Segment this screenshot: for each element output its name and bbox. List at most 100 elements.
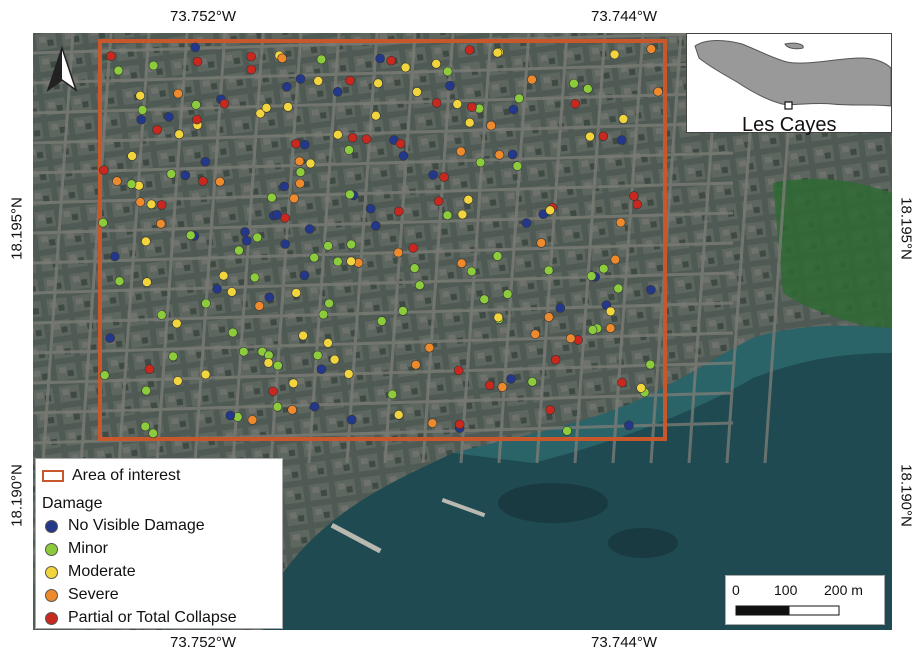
damage-point-severe[interactable] [393,247,404,258]
damage-point-moderate[interactable] [400,62,411,73]
damage-point-minor[interactable] [166,169,177,179]
damage-point-moderate[interactable] [464,117,475,128]
damage-point-collapse[interactable] [395,138,406,149]
damage-point-collapse[interactable] [629,191,639,201]
damage-point-collapse[interactable] [570,99,581,109]
damage-point-moderate[interactable] [146,199,157,210]
damage-point-minor[interactable] [156,310,167,320]
damage-point-minor[interactable] [148,60,159,71]
damage-point-severe[interactable] [112,176,122,186]
damage-point-none[interactable] [242,235,252,246]
damage-point-none[interactable] [370,221,381,231]
damage-point-moderate[interactable] [323,338,333,348]
damage-point-severe[interactable] [427,418,438,429]
damage-point-moderate[interactable] [431,58,442,69]
damage-point-minor[interactable] [562,426,572,436]
damage-point-none[interactable] [555,303,566,313]
damage-point-minor[interactable] [582,83,593,94]
damage-point-none[interactable] [200,157,211,167]
damage-point-collapse[interactable] [345,75,355,86]
damage-point-severe[interactable] [456,258,467,269]
damage-point-minor[interactable] [273,360,283,371]
damage-point-collapse[interactable] [152,125,162,135]
damage-point-collapse[interactable] [617,377,627,388]
damage-point-moderate[interactable] [291,288,302,298]
damage-point-moderate[interactable] [373,78,383,89]
damage-point-collapse[interactable] [550,354,561,365]
damage-point-none[interactable] [332,86,343,97]
damage-point-severe[interactable] [646,44,657,54]
damage-point-minor[interactable] [113,65,124,76]
damage-point-none[interactable] [240,227,250,237]
damage-point-minor[interactable] [442,210,453,221]
damage-point-none[interactable] [110,251,120,262]
damage-point-severe[interactable] [527,74,537,85]
damage-point-minor[interactable] [114,276,125,286]
damage-point-minor[interactable] [645,359,656,370]
damage-point-collapse[interactable] [361,134,372,144]
damage-point-minor[interactable] [502,289,513,299]
damage-point-moderate[interactable] [452,99,463,109]
damage-point-moderate[interactable] [313,76,324,86]
damage-point-minor[interactable] [137,105,148,115]
damage-point-none[interactable] [136,114,147,125]
damage-point-minor[interactable] [295,167,306,177]
damage-point-minor[interactable] [442,66,453,77]
damage-point-moderate[interactable] [127,151,137,161]
damage-point-none[interactable] [295,74,306,84]
damage-point-minor[interactable] [414,280,425,291]
damage-point-minor[interactable] [140,421,151,432]
damage-point-moderate[interactable] [288,378,299,389]
damage-point-severe[interactable] [156,219,166,229]
damage-point-moderate[interactable] [618,114,629,124]
damage-point-moderate[interactable] [172,318,182,329]
damage-point-none[interactable] [616,135,627,145]
damage-point-minor[interactable] [345,189,355,200]
damage-point-severe[interactable] [605,323,616,334]
damage-point-collapse[interactable] [598,131,609,142]
damage-point-severe[interactable] [277,53,287,64]
damage-point-minor[interactable] [586,271,597,281]
damage-point-collapse[interactable] [467,102,477,112]
damage-point-minor[interactable] [98,217,108,228]
damage-point-severe[interactable] [173,88,183,99]
damage-point-collapse[interactable] [280,213,290,223]
damage-point-collapse[interactable] [464,45,475,55]
damage-point-collapse[interactable] [246,51,256,62]
damage-point-none[interactable] [180,170,191,181]
damage-point-minor[interactable] [514,93,524,104]
damage-point-collapse[interactable] [192,114,202,125]
damage-point-severe[interactable] [247,415,258,425]
damage-point-none[interactable] [279,181,289,192]
damage-point-none[interactable] [299,139,310,150]
damage-point-severe[interactable] [254,301,265,311]
damage-point-moderate[interactable] [609,49,620,60]
area-of-interest[interactable] [98,39,667,441]
damage-point-collapse[interactable] [393,206,404,217]
damage-point-collapse[interactable] [439,172,449,182]
damage-point-none[interactable] [398,151,409,161]
damage-point-severe[interactable] [289,193,299,204]
damage-point-minor[interactable] [376,316,387,326]
damage-point-minor[interactable] [126,179,137,189]
damage-point-collapse[interactable] [106,51,116,61]
damage-point-minor[interactable] [99,370,110,381]
damage-point-moderate[interactable] [457,209,468,220]
damage-point-none[interactable] [508,104,519,115]
damage-point-moderate[interactable] [173,376,183,386]
damage-point-moderate[interactable] [412,87,422,97]
damage-point-collapse[interactable] [454,419,465,430]
damage-point-severe[interactable] [294,156,305,167]
damage-point-moderate[interactable] [329,354,340,365]
damage-point-collapse[interactable] [431,98,442,108]
damage-point-collapse[interactable] [485,380,495,391]
damage-point-moderate[interactable] [492,47,503,58]
damage-point-moderate[interactable] [493,312,504,323]
damage-point-none[interactable] [316,364,327,375]
damage-point-minor[interactable] [344,145,354,155]
damage-point-collapse[interactable] [545,405,556,415]
damage-point-severe[interactable] [411,359,421,370]
damage-point-none[interactable] [624,420,634,431]
damage-point-minor[interactable] [316,54,327,65]
damage-point-collapse[interactable] [632,199,643,210]
